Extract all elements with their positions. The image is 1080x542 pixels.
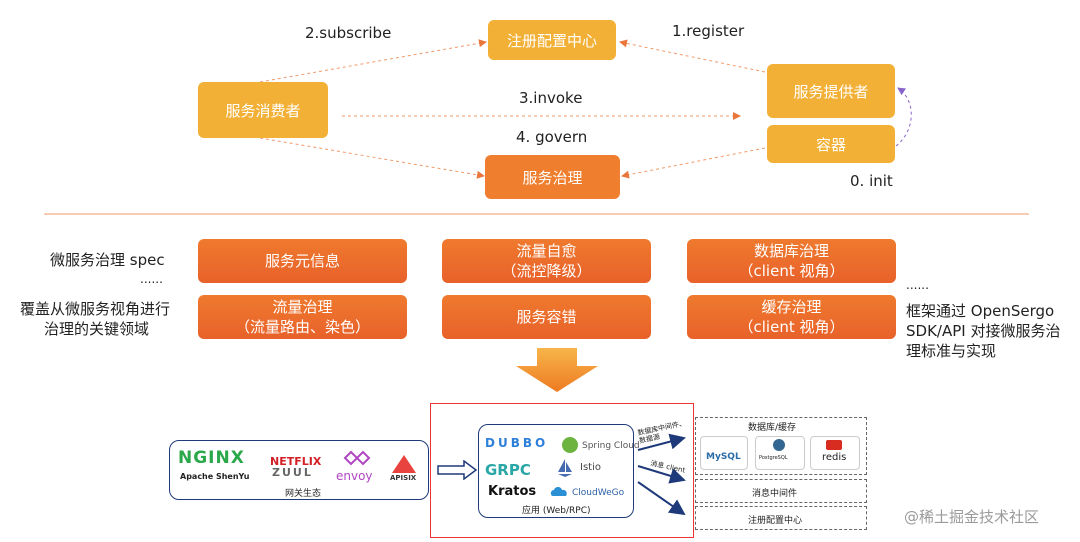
highlight-box [430, 403, 694, 538]
app-title: 应用 (Web/RPC) [522, 506, 591, 516]
subscribe-label: 2.subscribe [305, 24, 392, 42]
provider-box: 服务提供者 [767, 64, 895, 118]
domain-line2: （client 视角） [738, 262, 845, 280]
cloudwego-icon [550, 487, 567, 496]
top-connectors [44, 39, 1029, 215]
domain-line2: （流量路由、染色） [234, 318, 370, 336]
watermark: @稀土掘金技术社区 [904, 508, 1040, 526]
nginx-logo: NGINX [178, 448, 245, 468]
domain-line1: 流量自愈 [516, 242, 577, 260]
gateway-to-app-arrow [437, 460, 478, 480]
domain-line1: 数据库治理 [753, 242, 829, 260]
envoy-icon [343, 450, 371, 466]
db-cache-title: 数据库/缓存 [748, 423, 797, 433]
zuul-logo: ZUUL [272, 466, 313, 479]
domain-line1: 服务元信息 [264, 252, 340, 270]
provider-label: 服务提供者 [793, 82, 869, 101]
domain-database: 数据库治理 （client 视角） [687, 239, 896, 283]
registry-label: 注册配置中心 [506, 31, 597, 50]
spec-desc-line2: 治理的关键领域 [44, 320, 150, 338]
domain-fault-tolerance: 服务容错 [442, 295, 651, 339]
mq-box [695, 479, 867, 503]
istio-logo: Istio [580, 462, 601, 473]
registry-infra-label: 注册配置中心 [748, 516, 803, 526]
grpc-logo: GRPC [485, 461, 531, 479]
redis-icon [826, 440, 842, 450]
spec-dots: ...... [140, 272, 163, 286]
container-box: 容器 [767, 125, 895, 163]
right-line1: 框架通过 OpenSergo [906, 302, 1055, 320]
envoy-logo: envoy [336, 469, 373, 483]
istio-icon [558, 459, 572, 477]
gateway-title: 网关生态 [285, 489, 322, 499]
domain-line1: 服务容错 [516, 308, 577, 326]
apisix-logo: APISIX [390, 474, 417, 482]
govern-label: 4. govern [516, 128, 588, 146]
spec-desc-line1: 覆盖从微服务视角进行 [20, 300, 171, 318]
spring-cloud-icon [562, 437, 578, 453]
consumer-label: 服务消费者 [225, 101, 301, 120]
domain-line1: 流量治理 [272, 298, 333, 316]
invoke-label: 3.invoke [519, 89, 583, 107]
cloudwego-logo: CloudWeGo [572, 488, 625, 498]
mysql-logo: MySQL [706, 452, 741, 462]
app-box [478, 424, 634, 518]
consumer-box: 服务消费者 [198, 82, 328, 138]
registry-infra-box [695, 506, 867, 530]
right-line3: 理标准与实现 [906, 342, 997, 360]
app-to-infra-arrows [637, 433, 686, 516]
registry-box: 注册配置中心 [488, 20, 616, 60]
spec-label: 微服务治理 spec [50, 251, 165, 269]
governance-box: 服务治理 [485, 155, 620, 199]
netflix-logo: NETFLIX [270, 455, 322, 468]
down-arrow-icon [516, 348, 598, 392]
domain-service-metadata: 服务元信息 [198, 239, 407, 283]
domain-traffic: 流量治理 （流量路由、染色） [198, 295, 407, 339]
apisix-icon [392, 455, 416, 473]
gateway-ecosystem-box [169, 440, 429, 500]
domain-flow-self-heal: 流量自愈 （流控降级） [442, 239, 651, 283]
domain-line2: （client 视角） [738, 318, 845, 336]
right-line2: SDK/API 对接微服务治 [906, 322, 1061, 340]
shenyu-logo: Apache ShenYu [180, 472, 250, 481]
init-label: 0. init [850, 172, 893, 190]
spring-cloud-logo: Spring Cloud [582, 441, 640, 451]
redis-logo: redis [822, 452, 847, 463]
domain-cache: 缓存治理 （client 视角） [687, 295, 896, 339]
governance-label: 服务治理 [522, 168, 583, 187]
postgres-icon [773, 439, 785, 451]
container-label: 容器 [815, 135, 846, 154]
right-dots: ...... [906, 278, 929, 292]
domain-line2: （流控降级） [501, 262, 592, 280]
kratos-logo: Kratos [488, 484, 537, 499]
db-cache-box [695, 417, 867, 475]
mysql-card [700, 436, 748, 470]
postgres-logo: PostgreSQL [759, 455, 788, 461]
domain-line1: 缓存治理 [761, 298, 822, 316]
dubbo-logo: DUBBO [485, 436, 549, 450]
mq-label: 消息中间件 [752, 489, 798, 499]
register-label: 1.register [672, 22, 745, 40]
